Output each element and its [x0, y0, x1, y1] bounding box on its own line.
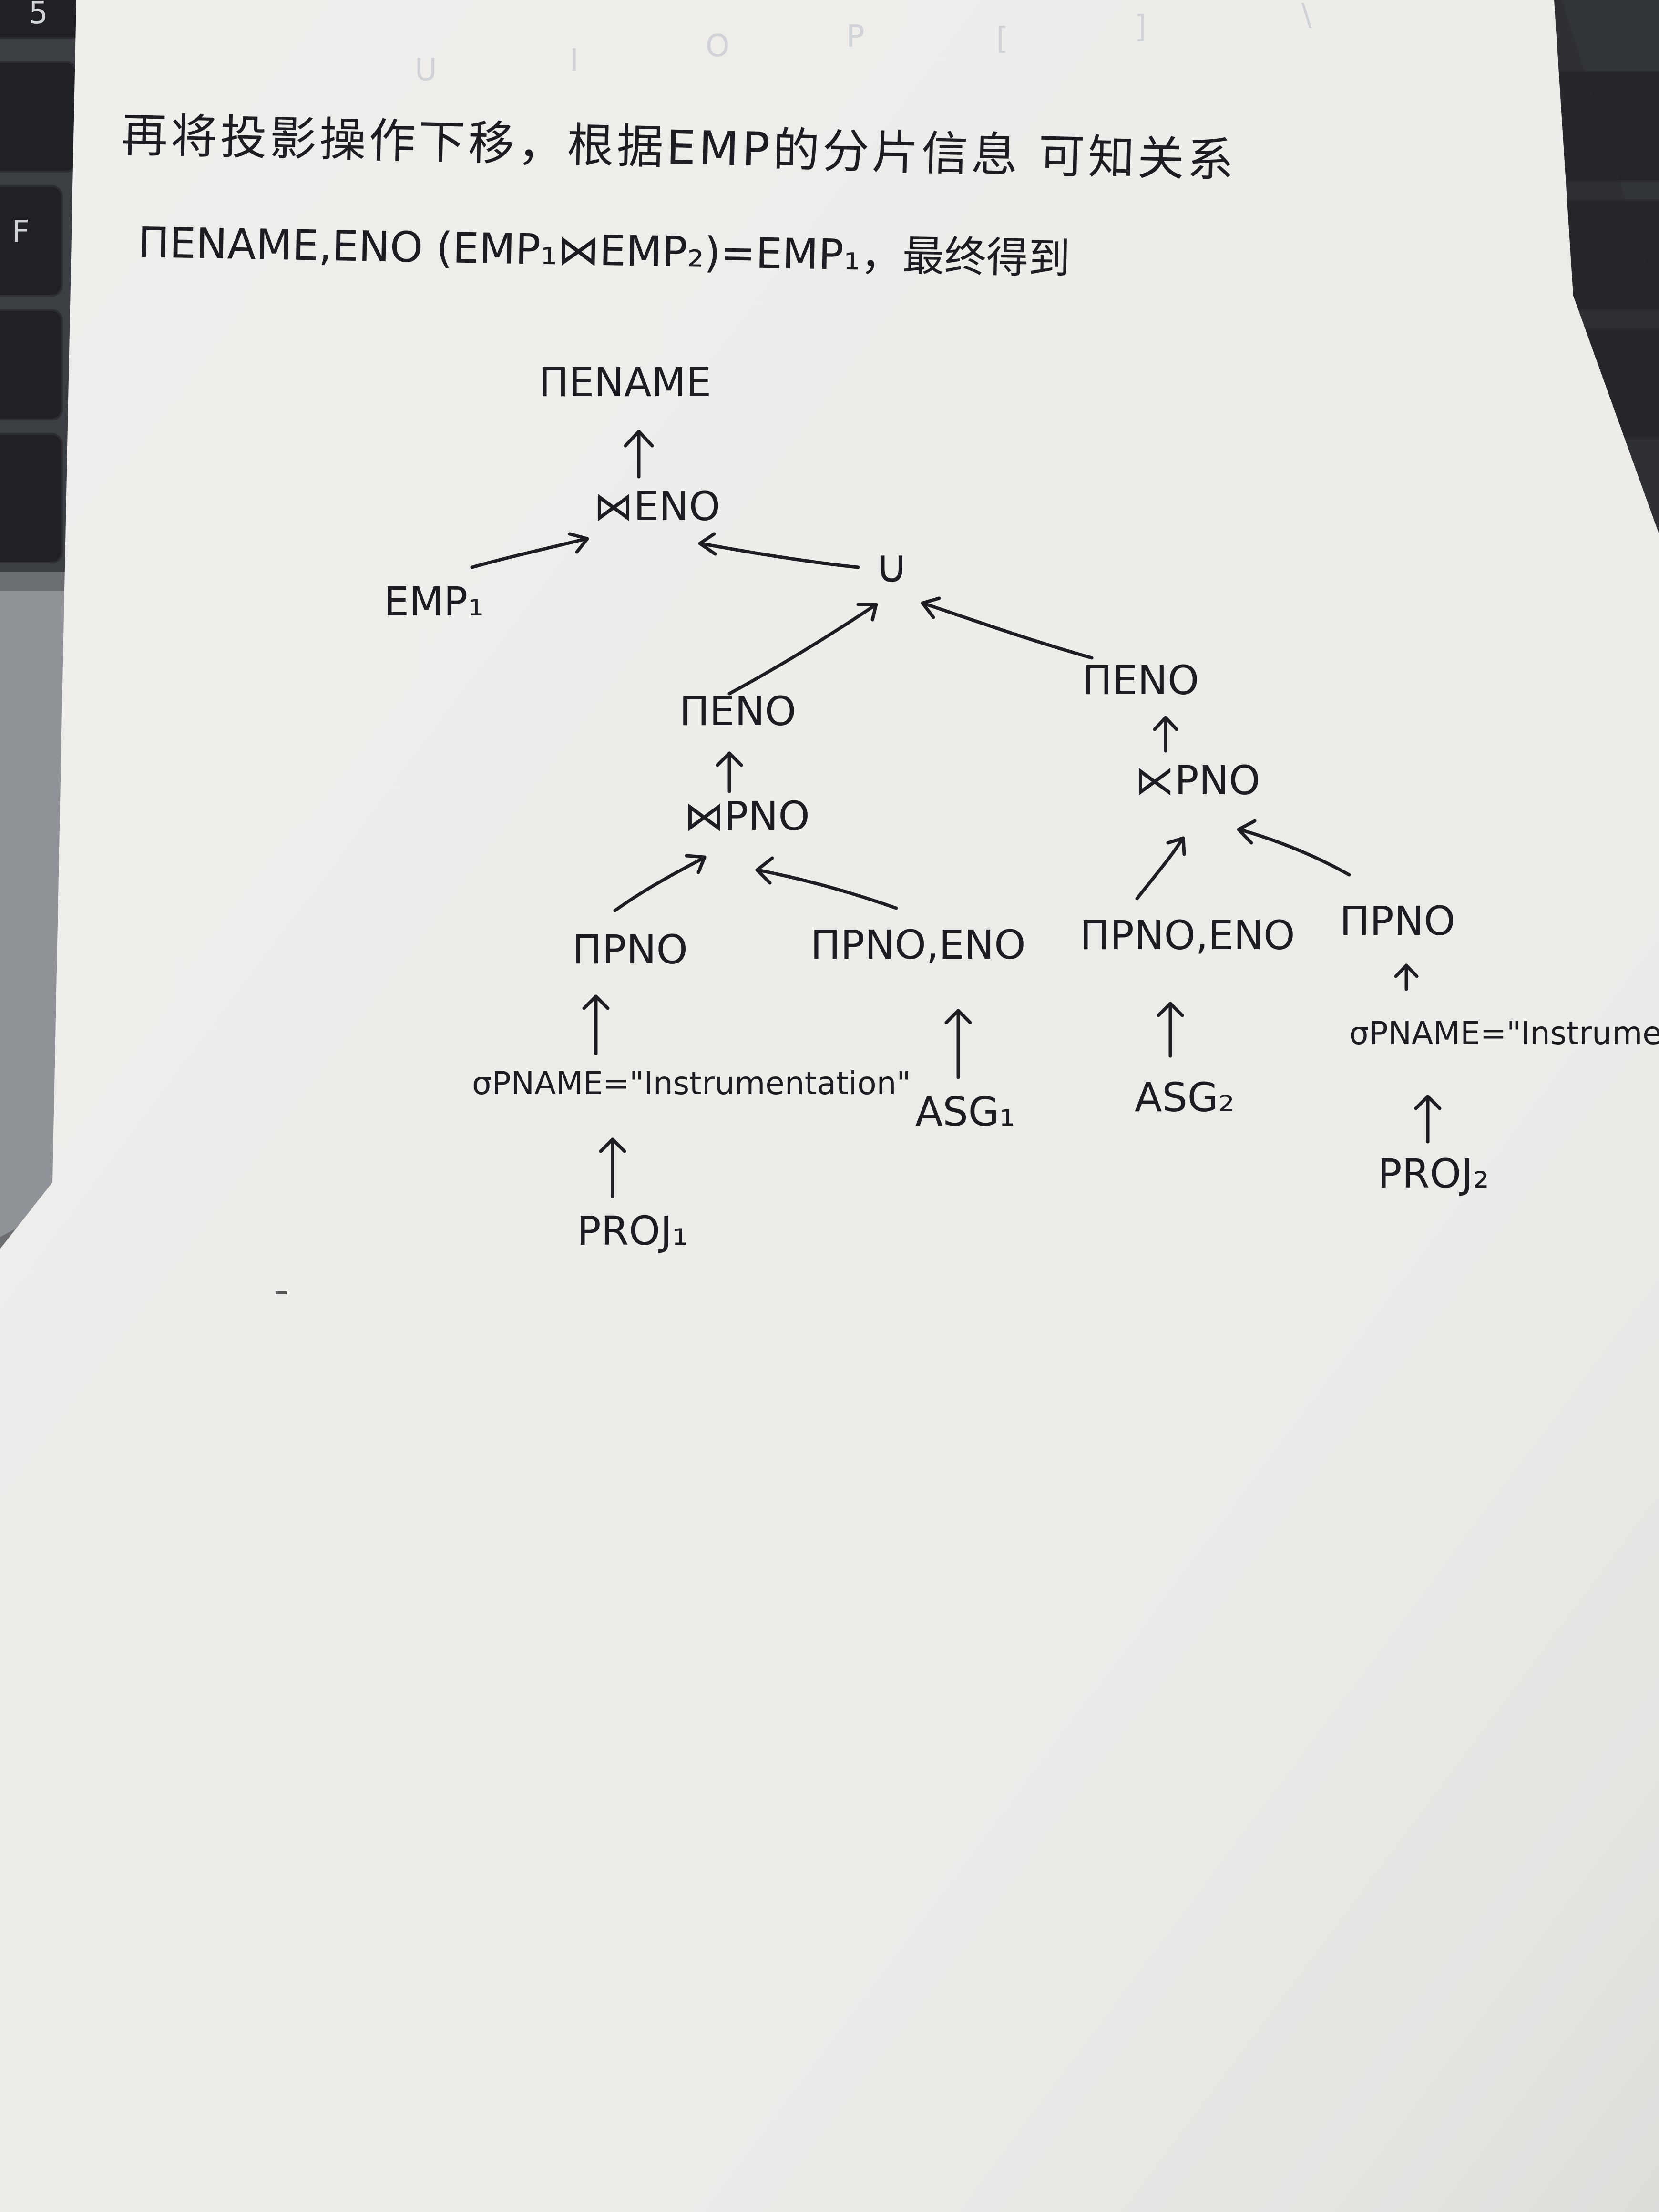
- node-union: ∪: [875, 540, 909, 593]
- node-asg1: ASG₁: [915, 1088, 1015, 1135]
- node-join-eno: ⋈ENO: [594, 483, 721, 530]
- key-u-label: U: [415, 52, 437, 88]
- node-right-project-pno: ΠPNO: [1340, 898, 1455, 944]
- node-right-project-pno-eno: ΠPNO,ENO: [1080, 912, 1295, 959]
- key-backslash-label: \: [1301, 0, 1312, 33]
- node-left-project-eno: ΠENO: [679, 688, 797, 735]
- key-o-label: O: [706, 29, 730, 64]
- node-right-project-eno: ΠENO: [1082, 657, 1199, 704]
- node-asg2: ASG₂: [1135, 1074, 1235, 1121]
- node-left-project-pno: ΠPNO: [572, 926, 688, 973]
- key-i-label: I: [570, 43, 579, 78]
- node-right-select-pname: σPNAME="Instrumentati: [1349, 1015, 1659, 1052]
- node-left-join-pno: ⋈PNO: [684, 793, 810, 840]
- node-left-select-pname: σPNAME="Instrumentation": [472, 1065, 911, 1102]
- key-p-label: P: [846, 19, 865, 54]
- key-5-label: 5: [29, 0, 48, 31]
- node-project-ename: ΠENAME: [539, 359, 712, 406]
- key-f-label: F: [12, 215, 30, 250]
- node-proj2: PROJ₂: [1378, 1150, 1489, 1197]
- node-left-project-pno-eno: ΠPNO,ENO: [810, 922, 1026, 968]
- key-bracket-close-label: ]: [1135, 10, 1147, 45]
- key-bracket-open-label: [: [996, 21, 1008, 57]
- node-proj1: PROJ₁: [577, 1208, 688, 1254]
- node-right-semijoin-pno: ⋉PNO: [1135, 757, 1260, 804]
- node-emp1: EMP₁: [384, 578, 484, 625]
